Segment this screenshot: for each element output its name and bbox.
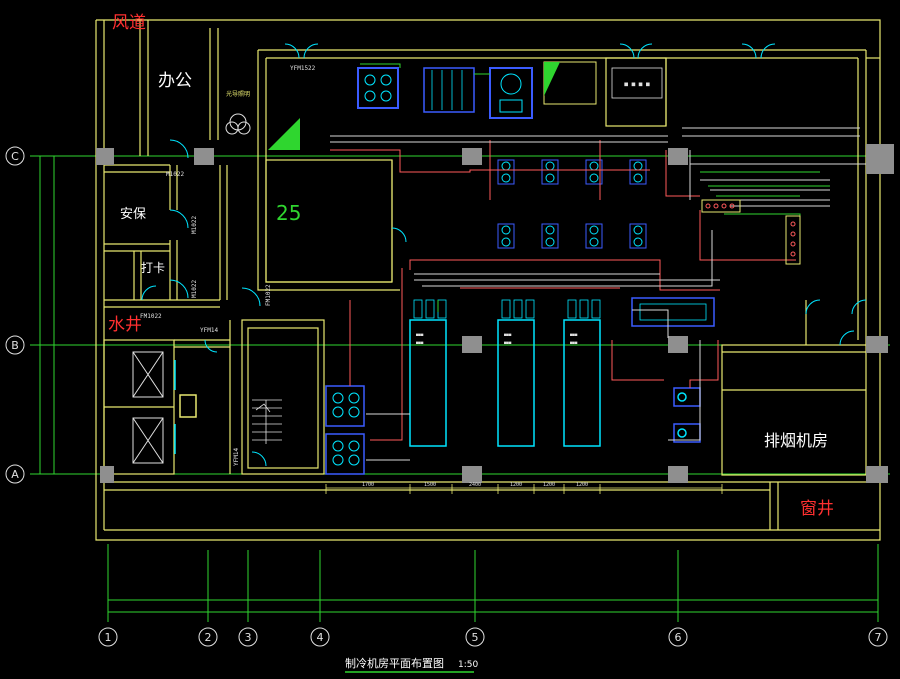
- pumps: [497, 159, 647, 249]
- dim-seg-2: 2400: [469, 482, 481, 488]
- axis-label-3: 3: [245, 631, 252, 644]
- pipes-white: [330, 127, 866, 461]
- dim-seg-4: 1200: [543, 482, 555, 488]
- label-light-well: 光导照明: [226, 90, 250, 98]
- stairs: [252, 399, 282, 444]
- pipes-green: [360, 63, 830, 312]
- label-smoke-exhaust: 排烟机房: [764, 431, 828, 450]
- columns: [96, 144, 894, 483]
- svg-text:■■■: ■■■: [416, 332, 424, 337]
- axis-label-2: 2: [205, 631, 212, 644]
- svg-text:■■■: ■■■: [416, 340, 424, 345]
- walls: [95, 19, 881, 541]
- axis-label-b: B: [11, 339, 19, 352]
- axis-label-5: 5: [472, 631, 479, 644]
- dim-seg-3: 1200: [510, 482, 522, 488]
- door-tag-fm4: YFM14: [233, 448, 240, 466]
- door-tag-m1: M1022: [166, 171, 184, 178]
- drawing-title: 制冷机房平面布置图: [345, 656, 444, 670]
- pipes-red: [330, 140, 796, 441]
- door-tag-fm2: FM1022: [265, 284, 272, 306]
- elevators: [132, 351, 164, 464]
- door-tag-m2: M1022: [191, 216, 198, 234]
- axis-label-4: 4: [317, 631, 324, 644]
- top-equipment: ■ ■ ■ ■: [225, 61, 663, 150]
- axis-label-1: 1: [105, 631, 112, 644]
- label-security: 安保: [120, 207, 146, 222]
- door-tag-fm1: FM1022: [140, 313, 162, 320]
- svg-text:■ ■ ■ ■: ■ ■ ■ ■: [624, 81, 650, 88]
- door-tag-fm3: YFM14: [200, 327, 218, 334]
- axis-bubbles-left: [5, 146, 25, 484]
- axis-label-c: C: [11, 150, 19, 163]
- door-tag-m3: M1022: [191, 280, 198, 298]
- dim-first: 1700: [362, 482, 374, 488]
- label-office: 办公: [158, 71, 192, 91]
- door-tag-fm-top: YFM1522: [290, 65, 316, 72]
- svg-text:■■■: ■■■: [570, 340, 578, 345]
- dim-seg-1: 1500: [424, 482, 436, 488]
- label-water-shaft: 水井: [108, 315, 142, 335]
- label-air-duct: 风道: [112, 13, 146, 33]
- svg-text:■■■: ■■■: [504, 340, 512, 345]
- dimension-line: [325, 484, 723, 494]
- valve-manifold: [701, 199, 801, 265]
- dim-seg-5: 1200: [576, 482, 588, 488]
- label-room-25: 25: [276, 201, 301, 225]
- axis-label-a: A: [11, 468, 19, 481]
- svg-text:■■■: ■■■: [504, 332, 512, 337]
- chillers: ■■■ ■■■ ■■■ ■■■ ■■■ ■■■: [409, 299, 601, 447]
- label-window-well: 窗井: [800, 499, 834, 519]
- axis-bubbles-bottom: [98, 627, 888, 647]
- axis-label-7: 7: [875, 631, 882, 644]
- drawing-scale: 1:50: [458, 660, 478, 670]
- svg-text:■■■: ■■■: [570, 332, 578, 337]
- doors: [141, 43, 867, 467]
- label-punch-card: 打卡: [141, 261, 165, 275]
- axis-label-6: 6: [675, 631, 682, 644]
